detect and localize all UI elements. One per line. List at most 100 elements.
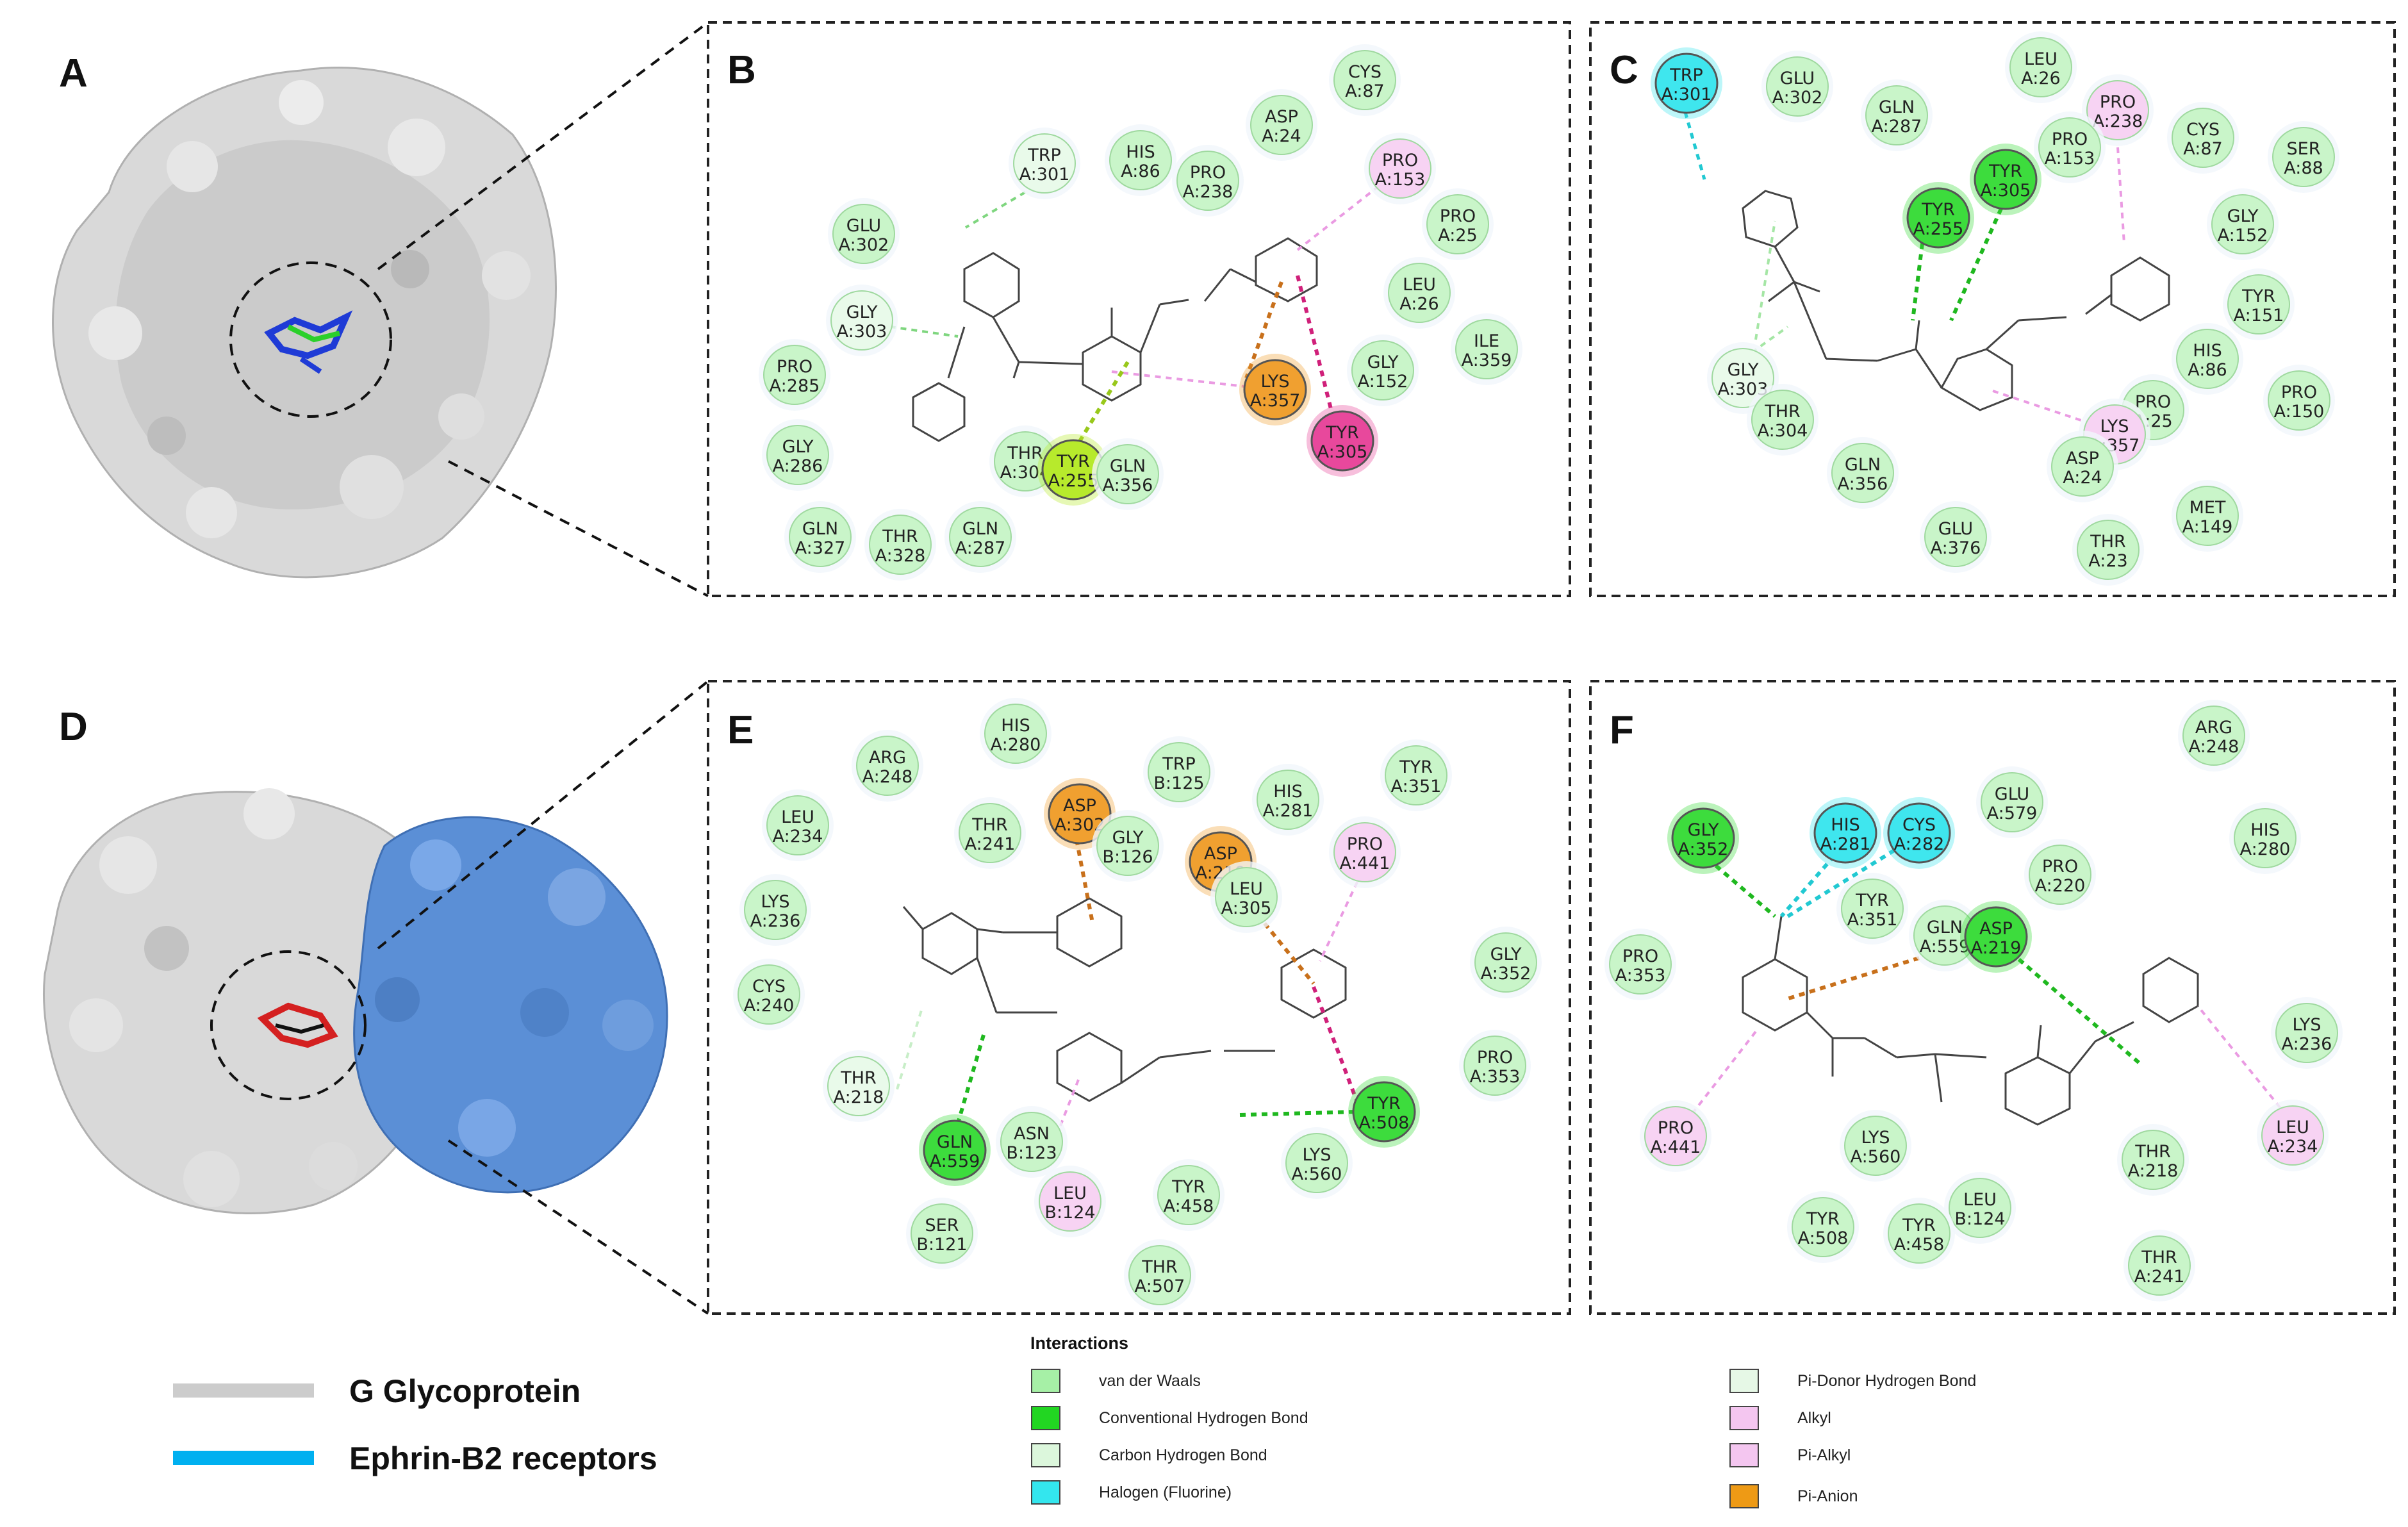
residue-id: A:220	[2035, 876, 2086, 896]
residue-name: TYR	[1855, 891, 1889, 911]
residue-id: A:560	[1851, 1147, 1901, 1167]
residue-name: HIS	[1273, 782, 1302, 802]
residue-id: A:234	[2268, 1137, 2318, 1157]
residue-name: LYS	[761, 892, 789, 912]
residue-id: A:305	[1221, 898, 1272, 918]
residue-name: GLU	[846, 216, 881, 236]
residue-id: A:302	[1772, 88, 1823, 108]
legend-swatch	[1729, 1484, 1759, 1508]
ligand-skeleton-e	[902, 897, 1347, 1102]
legend-item: Halogen (Fluorine)	[1031, 1480, 1232, 1505]
residue-name: LEU	[1403, 275, 1436, 295]
panel-label-e: E	[727, 708, 754, 752]
legend-swatch	[1729, 1369, 1759, 1393]
ephrin-b2-surface	[353, 816, 668, 1194]
residue-id: A:24	[1262, 126, 1301, 146]
residue-name: PRO	[1440, 206, 1476, 226]
residue-name: LEU	[1963, 1190, 1997, 1210]
residue-id: A:287	[955, 538, 1006, 558]
residue-id: A:286	[773, 456, 823, 476]
residue-name: CYS	[752, 977, 786, 996]
residue-id: A:376	[1931, 538, 1981, 558]
ligand-skeleton-c	[1742, 190, 2170, 411]
residue-name: TYR	[1399, 757, 1433, 777]
legend-item: Pi-Alkyl	[1729, 1443, 1851, 1467]
residue-name: THR	[840, 1068, 877, 1088]
ligand-skeleton-b	[912, 237, 1318, 442]
legend-item: Alkyl	[1729, 1406, 1831, 1430]
residue-id: A:280	[991, 735, 1041, 755]
residue-id: A:305	[1317, 442, 1368, 462]
residue-name: GLN	[1110, 456, 1146, 476]
residue-id: A:255	[1048, 471, 1099, 491]
residue-name: TRP	[1162, 754, 1196, 774]
residue-id: A:255	[1913, 219, 1964, 239]
legend-label: Halogen (Fluorine)	[1099, 1483, 1232, 1501]
residue-name: SER	[2287, 139, 2321, 159]
legend-label: Pi-Anion	[1797, 1487, 1858, 1505]
residue-name: LEU	[781, 807, 814, 827]
panel-a: A	[52, 51, 557, 579]
panel-d: D	[42, 705, 668, 1214]
legend-item: Carbon Hydrogen Bond	[1031, 1443, 1267, 1467]
residue-name: TYR	[1921, 200, 1955, 220]
residue-name: PRO	[2042, 857, 2078, 877]
residue-name: CYS	[1902, 815, 1936, 835]
legend-label: Pi-Alkyl	[1797, 1446, 1851, 1464]
residue-id: A:305	[1981, 181, 2031, 201]
residue-group-e: HISA:280ARGA:248TRPB:125TYRA:351HISA:281…	[733, 698, 1542, 1311]
panel-label-b: B	[727, 48, 756, 92]
residue-id: A:86	[1121, 161, 1160, 181]
residue-name: SER	[925, 1216, 959, 1235]
residue-id: A:26	[1399, 294, 1439, 314]
legend-item: Conventional Hydrogen Bond	[1031, 1406, 1308, 1430]
residue-name: GLY	[846, 302, 878, 322]
residue-name: LEU	[1230, 879, 1263, 899]
residue-id: A:356	[1838, 474, 1888, 494]
residue-id: A:357	[1250, 391, 1301, 411]
residue-name: TYR	[1988, 161, 2022, 181]
residue-name: GLY	[2227, 206, 2259, 226]
residue-id: A:218	[834, 1087, 884, 1107]
residue-id: A:236	[750, 911, 801, 931]
residue-name: ASN	[1014, 1124, 1050, 1144]
residue-name: GLY	[1728, 360, 1759, 380]
residue-id: A:508	[1359, 1113, 1410, 1133]
residue-id: A:234	[773, 827, 823, 846]
residue-id: A:441	[1651, 1137, 1701, 1157]
residue-name: ASP	[1979, 919, 2013, 939]
